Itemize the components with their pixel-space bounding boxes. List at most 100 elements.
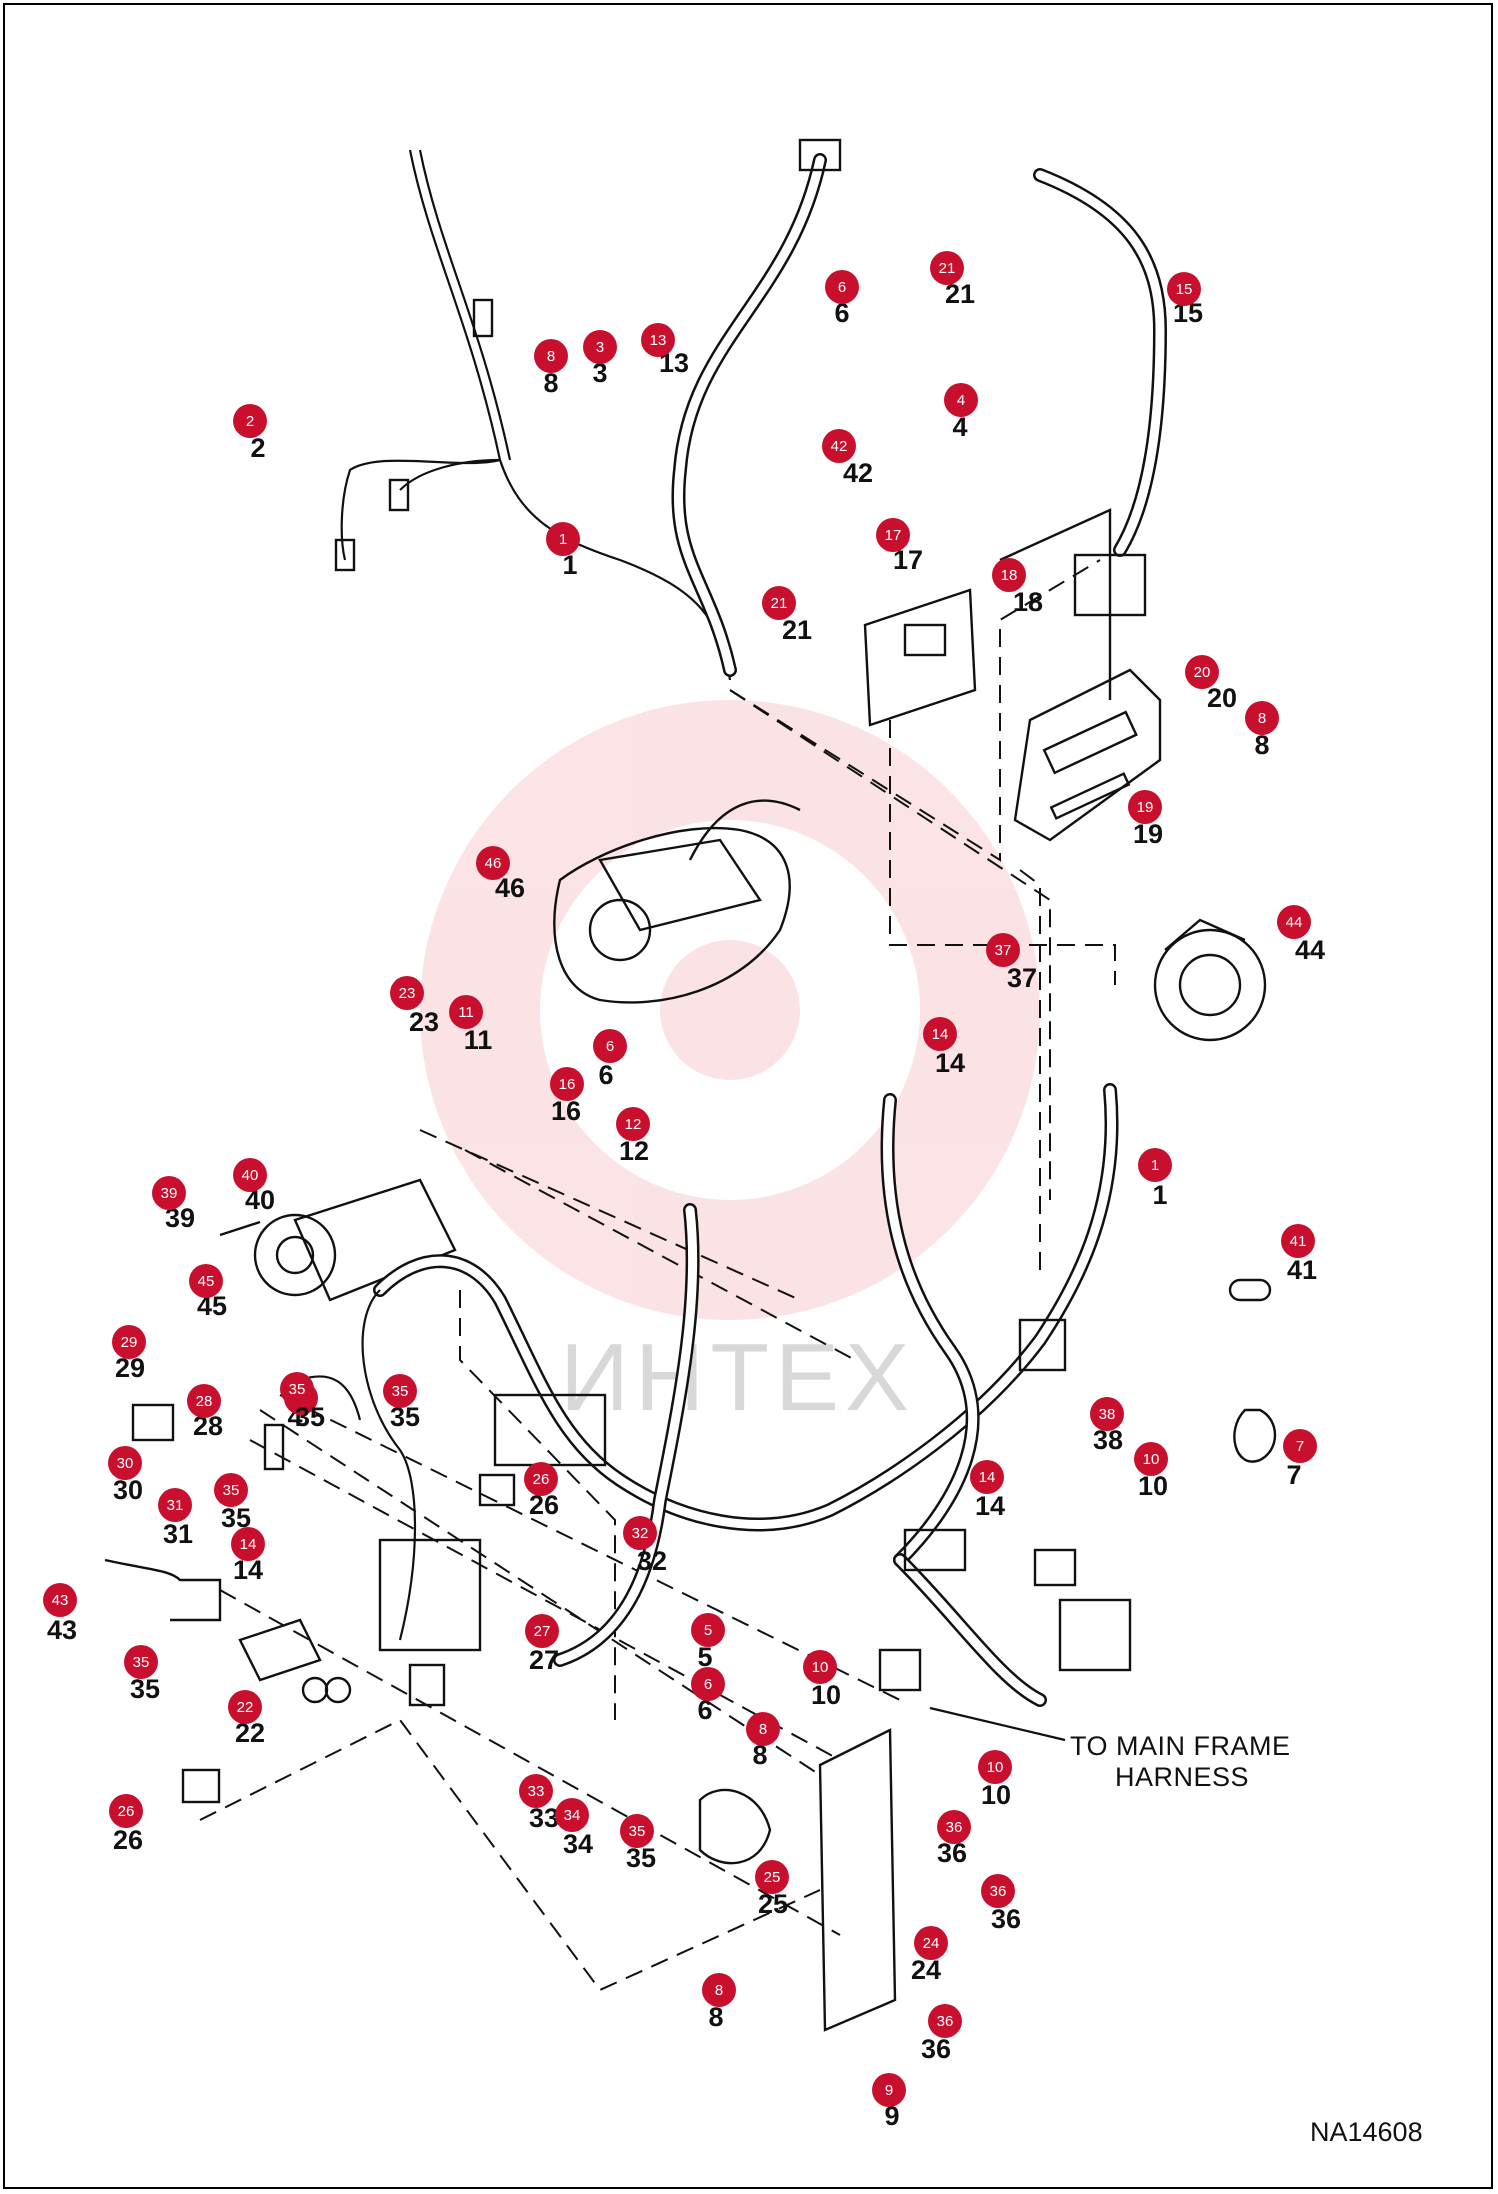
clamp-icon bbox=[878, 1648, 922, 1692]
callout-badge-label: 37 bbox=[995, 942, 1012, 959]
callout-badge-label: 6 bbox=[838, 279, 846, 296]
callout-badge bbox=[691, 1613, 725, 1647]
callout-6: 66 bbox=[593, 1029, 627, 1090]
callout-number: 11 bbox=[464, 1025, 493, 1055]
callout-badge bbox=[214, 1473, 248, 1507]
callout-badge bbox=[702, 1973, 736, 2007]
callout-badge bbox=[233, 404, 267, 438]
callout-badge bbox=[825, 270, 859, 304]
callout-badge-label: 10 bbox=[1143, 1451, 1160, 1468]
callout-badge-label: 3 bbox=[596, 339, 604, 356]
callout-number: 18 bbox=[1013, 587, 1043, 617]
callout-number: 36 bbox=[921, 2034, 951, 2064]
callout-badge-label: 25 bbox=[764, 1869, 781, 1886]
note-line-1: TO MAIN FRAME bbox=[1070, 1731, 1291, 1761]
callout-number: 25 bbox=[758, 1889, 788, 1919]
starter-motor bbox=[219, 1178, 457, 1302]
callout-3: 33 bbox=[583, 330, 617, 388]
callout-badge bbox=[525, 1614, 559, 1648]
callout-6: 66 bbox=[691, 1667, 725, 1725]
callout-4: 44 bbox=[944, 383, 978, 442]
callout-badge bbox=[228, 1690, 262, 1724]
callout-badge bbox=[1090, 1397, 1124, 1431]
callout-number: 35 bbox=[295, 1402, 325, 1432]
mounting-plate-24 bbox=[698, 1728, 897, 2032]
callout-badge bbox=[583, 330, 617, 364]
callout-badge-label: 6 bbox=[704, 1676, 712, 1693]
callout-badge-label: 14 bbox=[240, 1536, 257, 1553]
callout-badge bbox=[620, 1814, 654, 1848]
connector-icon bbox=[472, 298, 494, 338]
callout-badge bbox=[109, 1794, 143, 1828]
clamp-41-icon bbox=[1228, 1278, 1272, 1302]
connector-block-icon bbox=[903, 1528, 967, 1572]
callout-number: 30 bbox=[113, 1475, 143, 1505]
callout-badge-label: 15 bbox=[1176, 281, 1193, 298]
callout-number: 37 bbox=[1007, 963, 1037, 993]
callout-badge-label: 8 bbox=[759, 1721, 767, 1738]
callout-badge-label: 21 bbox=[939, 260, 956, 277]
key-icon bbox=[324, 1676, 352, 1704]
alternator bbox=[1153, 918, 1267, 1042]
callout-badge bbox=[233, 1158, 267, 1192]
callout-badge bbox=[978, 1750, 1012, 1784]
callout-badge bbox=[124, 1645, 158, 1679]
callout-badge-label: 4 bbox=[957, 392, 965, 409]
callout-badge-label: 24 bbox=[923, 1935, 940, 1952]
callout-badge-label: 14 bbox=[932, 1026, 949, 1043]
callout-badge bbox=[390, 976, 424, 1010]
callout-badge bbox=[691, 1667, 725, 1701]
callout-badge-label: 41 bbox=[1290, 1233, 1307, 1250]
callout-8: 88 bbox=[702, 1973, 736, 2032]
callout-badge bbox=[1128, 790, 1162, 824]
callout-number: 43 bbox=[47, 1615, 77, 1645]
callout-badge-label: 8 bbox=[1258, 710, 1266, 727]
relay-26-icon bbox=[181, 1768, 221, 1804]
callout-badge-label: 31 bbox=[167, 1497, 184, 1514]
callout-badge-label: 34 bbox=[564, 1807, 581, 1824]
callout-badge-label: 46 bbox=[485, 855, 502, 872]
callout-number: 41 bbox=[1287, 1255, 1317, 1285]
callout-badge bbox=[928, 2004, 962, 2038]
clamp-7-icon bbox=[1233, 1408, 1277, 1463]
callout-badge bbox=[550, 1067, 584, 1101]
harness-43-icon bbox=[104, 1558, 222, 1622]
callout-badge bbox=[187, 1384, 221, 1418]
callout-number: 36 bbox=[991, 1904, 1021, 1934]
callout-number: 6 bbox=[834, 298, 849, 328]
callout-badge bbox=[1138, 1148, 1172, 1182]
ecu-module bbox=[863, 508, 1112, 727]
callout-8: 88 bbox=[1245, 701, 1279, 760]
callout-number: 21 bbox=[782, 615, 812, 645]
connector-block-icon bbox=[1018, 1318, 1067, 1372]
callout-number: 8 bbox=[543, 368, 558, 398]
callout-number: 8 bbox=[1254, 730, 1269, 760]
callout-badge-label: 8 bbox=[547, 348, 555, 365]
callout-badge-label: 6 bbox=[606, 1038, 614, 1055]
connector-block-icon bbox=[1033, 1548, 1077, 1587]
callout-badge-label: 36 bbox=[946, 1819, 963, 1836]
callout-badge bbox=[930, 251, 964, 285]
callout-badge bbox=[1167, 272, 1201, 306]
switch-icon bbox=[238, 1618, 322, 1682]
callout-badge bbox=[937, 1810, 971, 1844]
callout-number: 10 bbox=[1138, 1471, 1168, 1501]
callout-badge bbox=[476, 846, 510, 880]
